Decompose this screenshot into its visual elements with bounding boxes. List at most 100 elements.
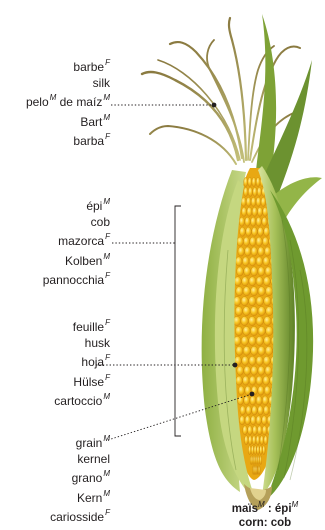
term-kernel: kernel xyxy=(50,451,110,467)
kernel xyxy=(243,346,250,355)
kernel xyxy=(265,267,272,276)
term-gender: M xyxy=(103,469,110,478)
kernel xyxy=(250,237,256,246)
term-gender: F xyxy=(105,508,110,517)
term-word: barbe xyxy=(73,60,104,74)
kernel xyxy=(249,257,256,266)
kernel xyxy=(256,297,263,306)
caption-word-corn: maïs xyxy=(232,503,258,515)
kernel xyxy=(241,197,246,206)
caption: maïsM : épiM corn: cob xyxy=(210,498,320,530)
kernel xyxy=(237,366,244,375)
kernel xyxy=(260,446,263,455)
kernel xyxy=(237,237,243,246)
kernel xyxy=(240,406,246,415)
kernel xyxy=(243,307,250,316)
kernel xyxy=(264,336,271,345)
kernel xyxy=(234,336,241,345)
kernel xyxy=(251,346,258,355)
kernel xyxy=(244,436,248,445)
kernel xyxy=(257,207,262,216)
kernel xyxy=(244,396,250,405)
kernel xyxy=(256,237,262,246)
kernel xyxy=(249,277,256,286)
label-group-silk: barbeFsilkpeloM de maízMBartMbarbaF xyxy=(26,56,110,149)
label-group-husk: feuilleFhuskhojaFHülseFcartoccioM xyxy=(54,316,110,409)
kernel xyxy=(262,416,267,425)
kernel xyxy=(265,366,272,375)
kernel xyxy=(251,416,256,425)
caption-line-2: corn: cob xyxy=(210,516,320,530)
kernel xyxy=(244,366,251,375)
term-kernel: KernM xyxy=(50,487,110,506)
term-suffix: de maíz xyxy=(56,95,102,109)
kernel xyxy=(266,326,273,335)
term-word: Kern xyxy=(77,491,102,505)
term-cob: KolbenM xyxy=(43,250,110,269)
kernel xyxy=(249,336,256,345)
term-kernel: granoM xyxy=(50,467,110,486)
kernel xyxy=(245,416,250,425)
kernel xyxy=(256,456,258,465)
kernel xyxy=(240,227,246,236)
kernel xyxy=(264,227,270,236)
caption-gender: M xyxy=(292,500,299,509)
kernel xyxy=(254,465,255,474)
term-word: grano xyxy=(72,471,103,485)
kernel xyxy=(262,237,268,246)
term-silk: barbaF xyxy=(26,130,110,149)
term-husk: cartoccioM xyxy=(54,390,110,409)
kernel xyxy=(256,316,263,325)
kernel xyxy=(236,287,243,296)
caption-separator: : xyxy=(265,503,275,515)
term-silk: BartM xyxy=(26,111,110,130)
kernel xyxy=(234,297,241,306)
kernel xyxy=(256,257,263,266)
kernel xyxy=(236,257,243,266)
kernel xyxy=(261,197,266,206)
term-gender: F xyxy=(105,318,110,327)
kernel xyxy=(266,307,273,316)
kernel xyxy=(238,247,244,256)
kernel xyxy=(262,217,267,226)
kernel xyxy=(252,207,257,216)
term-husk: HülseF xyxy=(54,371,110,390)
kernel xyxy=(240,416,245,425)
term-gender: M xyxy=(103,434,110,443)
kernel xyxy=(252,227,258,236)
kernel xyxy=(244,177,248,186)
term-word: cartoccio xyxy=(54,394,102,408)
kernel xyxy=(249,316,256,325)
kernel xyxy=(264,247,270,256)
term-word: husk xyxy=(85,336,110,350)
kernel xyxy=(249,376,256,385)
term-silk: barbeF xyxy=(26,56,110,75)
term-word: pannocchia xyxy=(43,273,104,287)
label-group-kernel: grainMkernelgranoMKernMcariossideF xyxy=(50,432,110,525)
kernel xyxy=(258,307,265,316)
kernel xyxy=(252,177,256,186)
kernel xyxy=(238,396,244,405)
kernel xyxy=(244,267,251,276)
term-gender: M xyxy=(50,93,57,102)
kernel xyxy=(252,406,258,415)
kernel xyxy=(250,456,252,465)
kernel xyxy=(242,277,249,286)
term-word: cob xyxy=(91,215,110,229)
kernel xyxy=(247,207,252,216)
term-word: pelo xyxy=(26,95,49,109)
kernel xyxy=(251,267,258,276)
term-cob: pannocchiaF xyxy=(43,269,110,288)
kernel xyxy=(244,187,248,196)
kernel xyxy=(265,346,272,355)
kernel xyxy=(262,446,265,455)
kernel xyxy=(256,217,261,226)
caption-word-cob: épi xyxy=(275,503,292,515)
kernel xyxy=(257,187,261,196)
kernel xyxy=(263,277,270,286)
kernel xyxy=(262,426,267,435)
kernel xyxy=(258,227,264,236)
kernel xyxy=(264,386,270,395)
kernel xyxy=(258,386,264,395)
